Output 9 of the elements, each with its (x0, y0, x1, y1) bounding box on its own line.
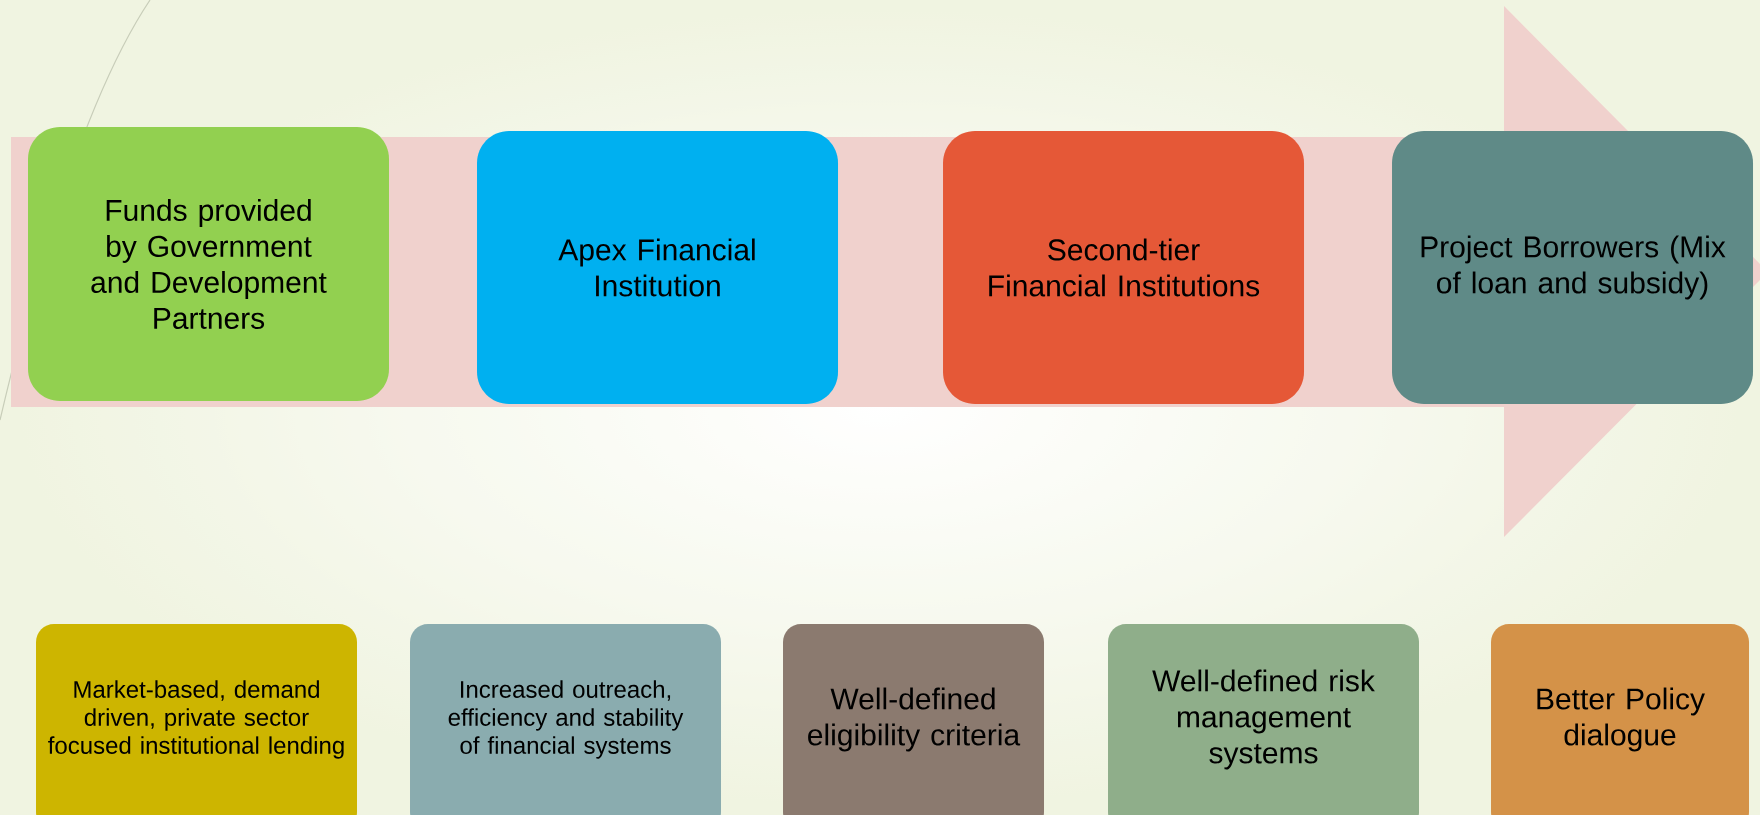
benefit-box: Well-defined risk management systems (1108, 624, 1419, 815)
benefit-box: Increased outreach, efficiency and stability of financial systems (410, 624, 721, 815)
stage-box: Second-tier Financial Institutions (943, 131, 1304, 404)
benefit-box: Well-defined eligibility criteria (783, 624, 1044, 815)
stage-box: Apex Financial Institution (477, 131, 838, 404)
stage-box: Funds provided by Government and Development Partners (28, 127, 389, 401)
stage-box: Project Borrowers (Mix of loan and subsidy) (1392, 131, 1753, 404)
benefit-box: Better Policy dialogue (1491, 624, 1749, 815)
benefit-box: Market-based, demand driven, private sector focused institutional lending (36, 624, 357, 815)
